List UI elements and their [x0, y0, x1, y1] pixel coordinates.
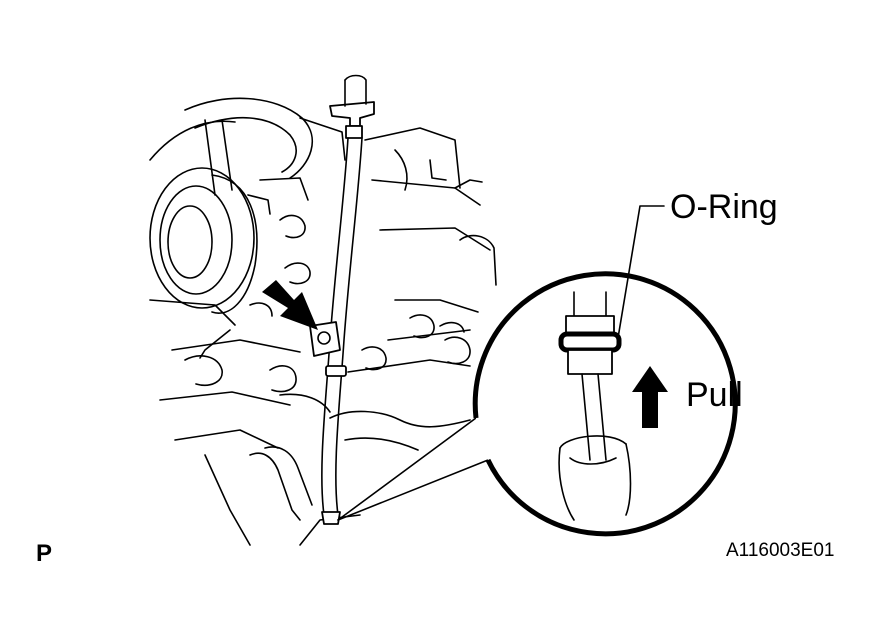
- engine-block-lines: [149, 97, 497, 546]
- o-ring-band: [558, 331, 622, 353]
- figure-code: A116003E01: [726, 540, 835, 561]
- o-ring-label: O-Ring: [670, 188, 778, 226]
- pull-up-arrow-icon: [632, 366, 668, 428]
- bolt-location-arrow-icon: [262, 280, 318, 330]
- pull-label: Pull: [686, 376, 743, 414]
- detail-callout: [472, 205, 738, 537]
- dipstick-guide-tube: [309, 74, 489, 525]
- view-marker: P: [36, 540, 53, 567]
